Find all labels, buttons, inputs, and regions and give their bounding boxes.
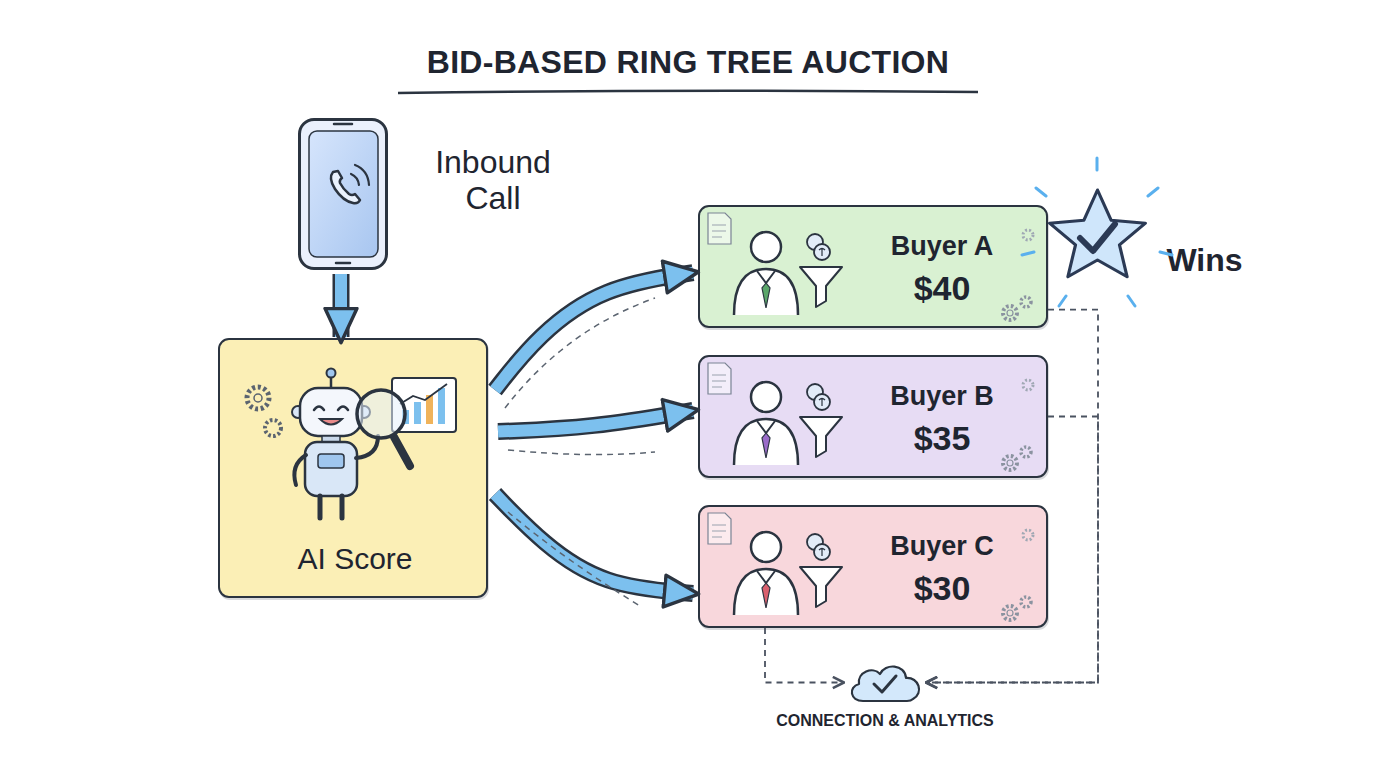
dashed-connector <box>926 417 1098 683</box>
title-underline <box>398 91 978 93</box>
dashed-line <box>926 417 1098 683</box>
robot-illustration <box>247 387 269 409</box>
robot-illustration <box>438 388 445 424</box>
robot-illustration <box>358 406 370 418</box>
node-caption: CONNECTION & ANALYTICS <box>745 712 1025 730</box>
robot-illustration <box>318 454 344 468</box>
robot-illustration <box>292 406 304 418</box>
cloud-shape <box>852 667 919 701</box>
arrow-body <box>498 411 693 432</box>
phone-illustration <box>309 131 378 257</box>
star-glow <box>1022 158 1172 306</box>
robot-illustration <box>247 369 456 519</box>
cloud-node: CONNECTION & ANALYTICS <box>845 660 925 705</box>
robot-illustration <box>320 419 342 425</box>
robot-illustration <box>254 394 262 402</box>
buyer-box: Buyer A $40 <box>698 205 1048 328</box>
star-glow <box>1022 158 1172 306</box>
arrow-outline <box>495 273 693 390</box>
robot-illustration <box>357 390 405 438</box>
node-label: AI Score <box>220 542 490 576</box>
bid-amount: $30 <box>872 569 1012 607</box>
buyer-name: Buyer B <box>872 381 1012 411</box>
bid-amount: $40 <box>872 269 1012 307</box>
robot-illustration <box>426 395 433 424</box>
check-mark <box>1080 224 1115 251</box>
robot-illustration <box>356 436 378 458</box>
arrow-outline <box>495 494 693 594</box>
phone-node: Inbound Call <box>298 118 388 270</box>
robot-illustration <box>294 455 306 485</box>
robot-illustration <box>305 442 357 496</box>
arrow-outline <box>333 274 350 337</box>
bid-amount: $35 <box>872 419 1012 457</box>
winner-star: Wins <box>1045 185 1150 285</box>
diagram-title: BID-BASED RING TREE AUCTION <box>0 44 1376 81</box>
dashed-line <box>765 628 844 683</box>
flow-shadow-lines <box>505 298 655 606</box>
buyer-icons <box>708 213 1033 320</box>
buyer-box: Buyer C $30 <box>698 505 1048 628</box>
dashed-connector <box>765 628 844 683</box>
arrow-outline <box>498 411 693 432</box>
robot-illustration <box>320 496 342 518</box>
robot-illustration <box>322 436 340 442</box>
buyer-icons <box>708 513 1033 620</box>
arrow-body <box>335 274 347 337</box>
phone-illustration <box>334 123 352 126</box>
flow-shadow-lines <box>508 512 640 606</box>
check-mark <box>874 676 896 692</box>
flow-arrow <box>495 273 693 390</box>
buyer-name: Buyer A <box>872 231 1012 261</box>
robot-illustration <box>392 378 456 432</box>
arrow-body <box>495 273 693 390</box>
phone-illustration <box>336 262 350 265</box>
flow-arrow <box>341 274 342 337</box>
phone-illustration <box>309 124 378 263</box>
phone-illustration <box>351 165 369 185</box>
robot-illustration <box>327 369 336 378</box>
star-shape <box>1050 190 1146 277</box>
dashed-connector <box>926 310 1098 683</box>
node-label: Inbound Call <box>413 145 573 217</box>
dashed-line <box>926 310 1098 683</box>
flow-shadow-lines <box>508 450 655 455</box>
robot-illustration <box>402 410 409 424</box>
phone-illustration <box>331 171 360 203</box>
flow-shadow-lines <box>505 298 655 408</box>
cloud-outline <box>845 660 925 705</box>
buyer-box: Buyer B $35 <box>698 355 1048 478</box>
robot-illustration <box>300 388 362 436</box>
robot-illustration <box>414 402 421 424</box>
robot-illustration <box>265 420 281 436</box>
arrow-body <box>495 494 693 594</box>
robot-illustration <box>400 384 447 404</box>
buyer-icons <box>708 363 1033 470</box>
robot-illustration <box>394 437 410 466</box>
buyer-name: Buyer C <box>872 531 1012 561</box>
star-outline <box>1045 185 1150 285</box>
robot-illustration <box>314 407 348 411</box>
flow-arrow <box>498 411 693 432</box>
scoring-box: AI Score <box>218 338 488 598</box>
winner-label: Wins <box>1157 243 1252 279</box>
flow-arrow <box>495 494 693 594</box>
robot-illustration <box>330 377 333 388</box>
